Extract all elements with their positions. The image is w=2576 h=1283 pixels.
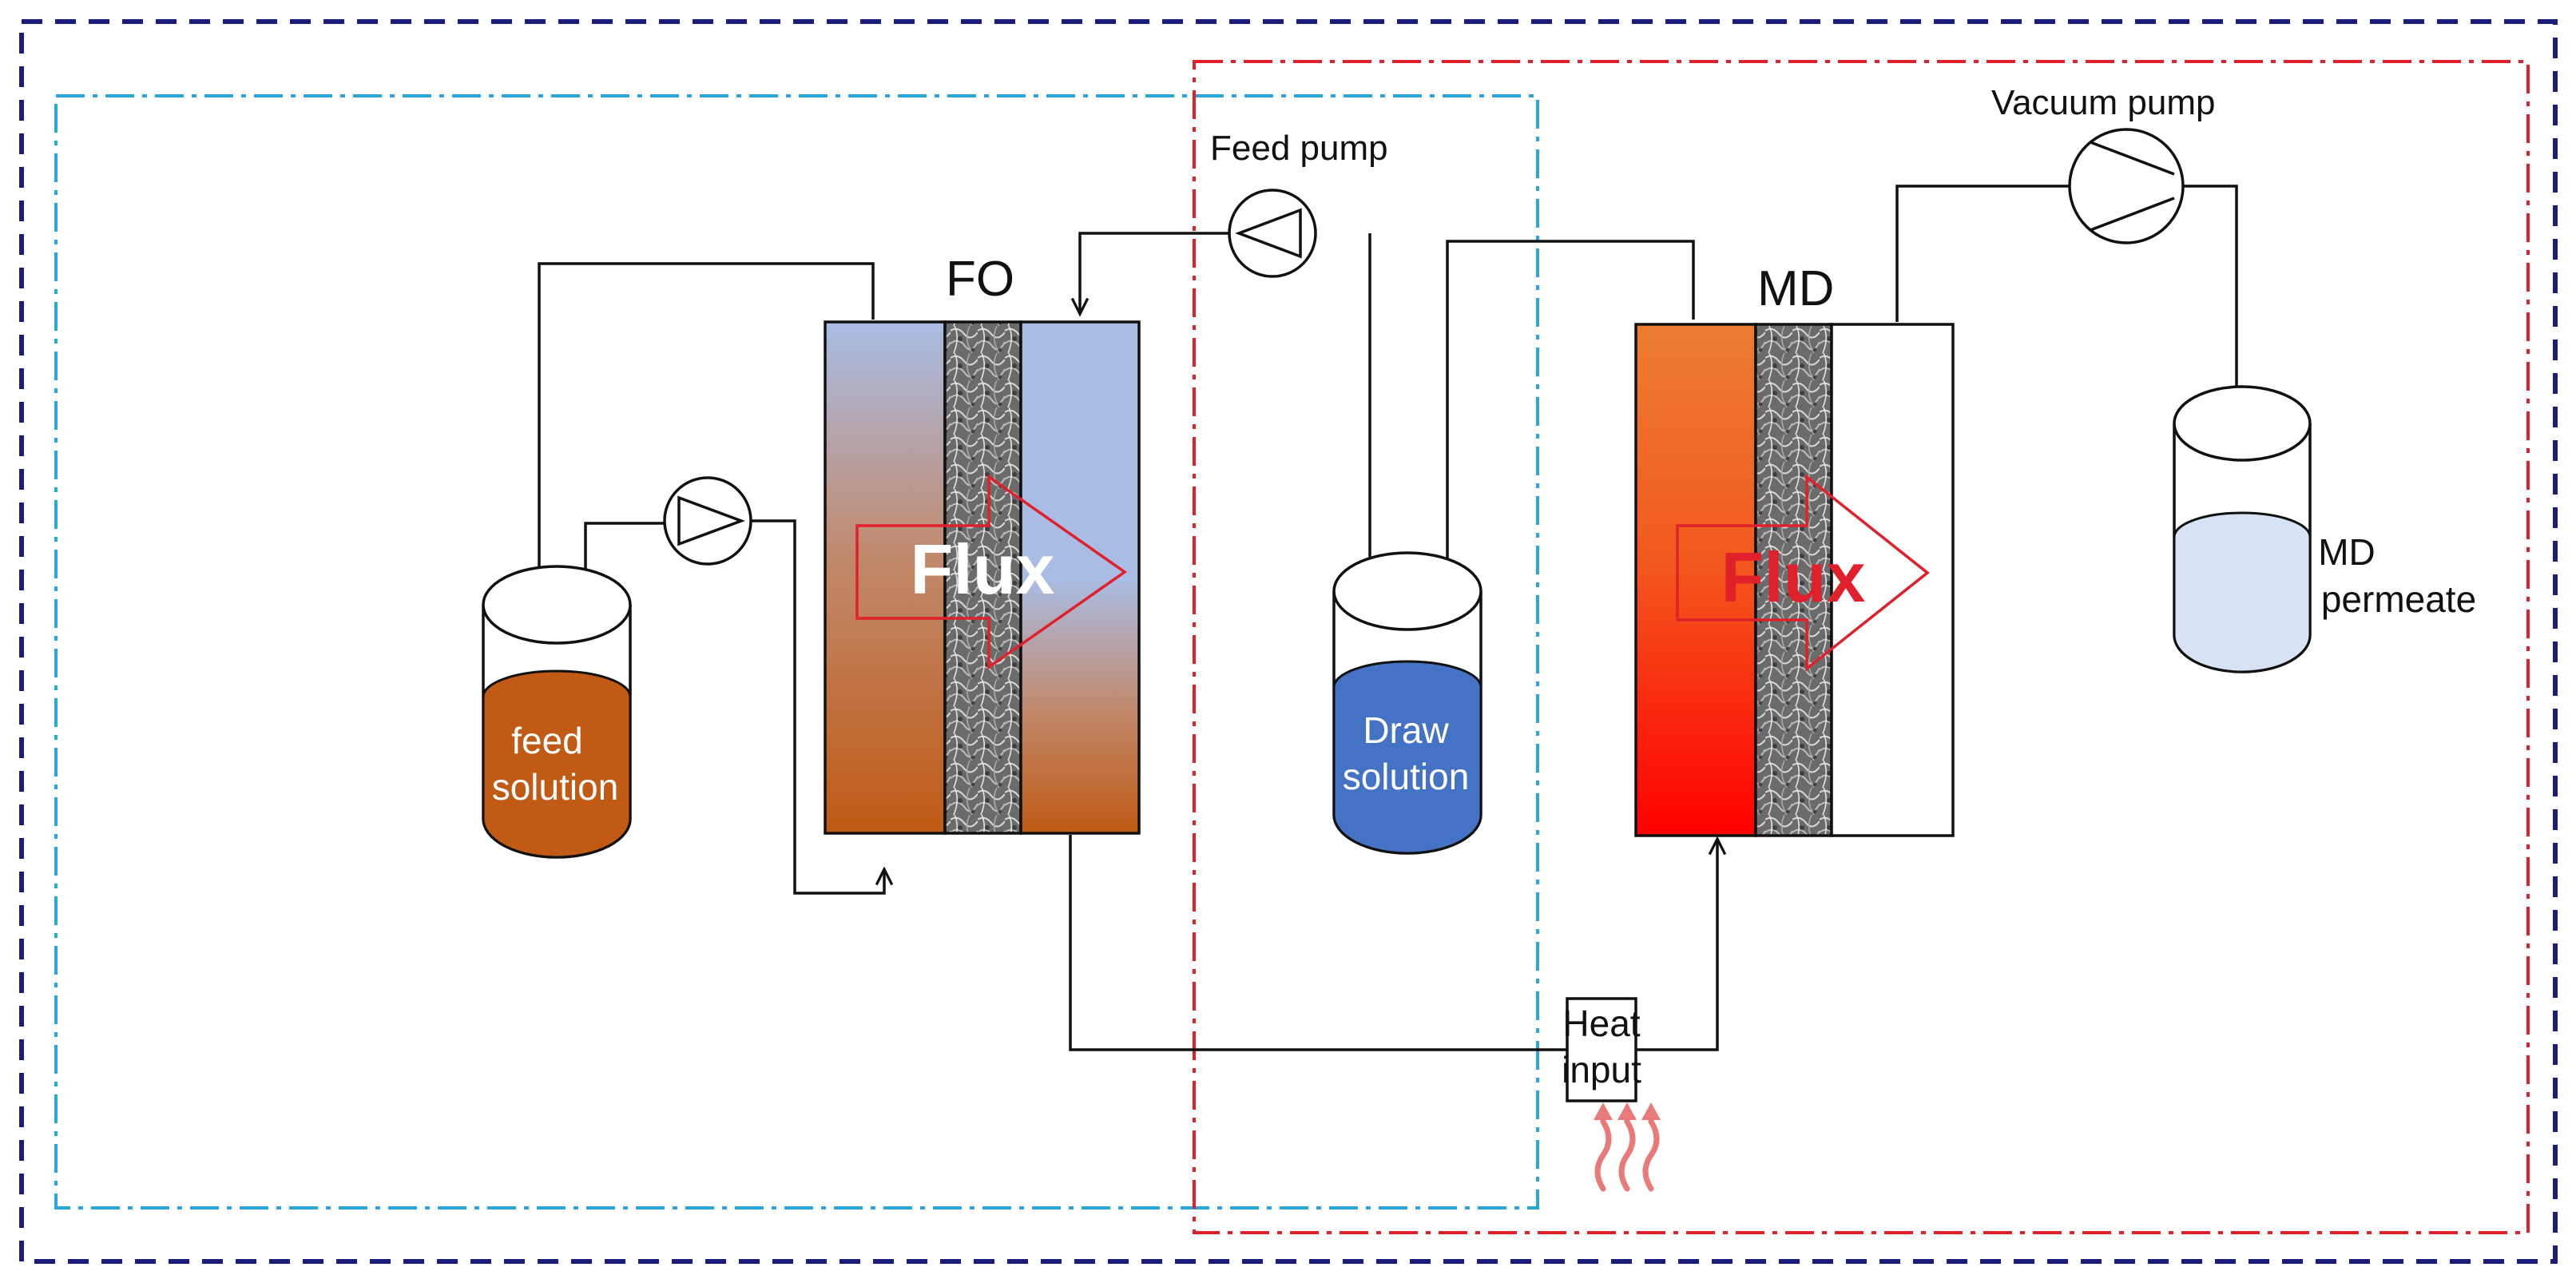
md-module [1634,323,1955,837]
fo-draw-channel [1019,320,1141,835]
md-membrane [1754,323,1833,837]
pump-icon [663,476,752,566]
feed-pump-label: Feed pump [1210,129,1388,168]
feed-solution-tank [482,565,632,859]
feed-solution-label-line2: solution [492,766,619,808]
piping [539,185,2237,1051]
heat-input-box [1566,997,1637,1102]
overall-system-boundary [19,19,2558,1264]
fo-flux-arrow [855,474,1128,670]
feed-solution-label-line1: feed [511,720,583,761]
md-permeate-label-line2: permeate [2321,578,2476,620]
vacuum-pump-label: Vacuum pump [1991,83,2215,122]
pipe-feed-pump-to-fo [751,519,884,895]
md-flux-arrow [1676,474,1930,672]
pipe-md-to-vacuum-pump [1895,185,2069,322]
pipe-md-to-draw-tank [1447,240,1695,599]
md-subsystem-boundary [1193,60,2530,1234]
md-permeate-label-line1: MD [2318,531,2376,573]
fo-module-label: FO [946,252,1014,307]
pipe-feed-pump-to-fo-draw [1080,232,1228,314]
md-flux-label: Flux [1721,538,1866,617]
pipe-vacuum-pump-to-permeate [2183,185,2237,447]
fo-membrane [943,320,1022,835]
heat-wave-arrowheads [1594,1102,1661,1120]
pipe-fo-to-heat [1069,835,1567,1051]
md-permeate-tank [2173,385,2312,673]
fo-feed-channel [824,320,947,835]
md-permeate-channel [1830,323,1955,837]
fo-flux-label: Flux [911,530,1055,609]
pump-icon [1228,189,1317,278]
heat-input-label-line1: Heat [1562,1003,1640,1044]
draw-solution-tank [1332,551,1482,855]
pump-icon [2068,128,2185,244]
fo-subsystem-boundary [54,94,1539,1210]
draw-solution-label-line2: solution [1343,756,1470,797]
pipe-heat-to-md [1636,839,1717,1051]
pipe-fo-to-feed-tank [539,262,875,607]
draw-solution-label-line1: Draw [1363,709,1449,751]
fo-module [824,320,1141,835]
md-module-label: MD [1757,261,1834,316]
heat-input-label-line2: input [1562,1049,1641,1090]
heat-wave-icon [1594,1112,1660,1192]
